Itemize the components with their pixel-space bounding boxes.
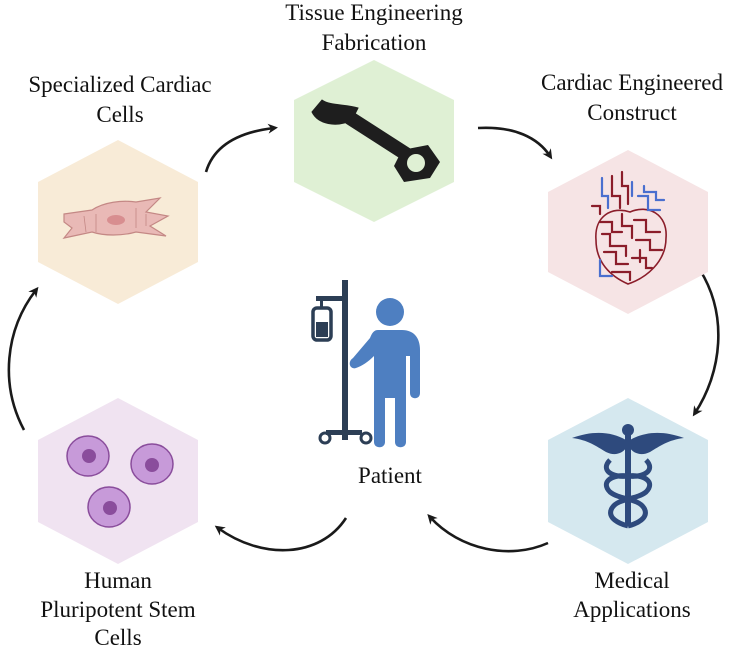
hexagon-stem-cells bbox=[38, 398, 198, 564]
node-tissue-engineering-fabrication: Tissue Engineering Fabrication bbox=[285, 0, 463, 222]
stem-cell bbox=[66, 435, 110, 477]
arrow-medical-to-patient bbox=[427, 514, 549, 553]
label-fabrication-line1: Tissue Engineering bbox=[285, 0, 463, 25]
label-cardiac-cells-line2: Cells bbox=[96, 102, 143, 127]
node-human-pluripotent-stem-cells: Human Pluripotent Stem Cells bbox=[38, 398, 198, 648]
label-stem-cells-line3: Cells bbox=[94, 625, 141, 648]
stem-cell bbox=[87, 486, 131, 528]
flow-arrows bbox=[7, 123, 720, 553]
patient-iv-icon bbox=[349, 298, 420, 448]
label-patient: Patient bbox=[358, 463, 422, 488]
arrow-cardiac-to-fabrication bbox=[204, 123, 278, 173]
arrow-stem-cells-to-cardiac bbox=[7, 286, 39, 431]
label-stem-cells-line2: Pluripotent Stem bbox=[40, 597, 195, 622]
arrow-fabrication-to-construct bbox=[477, 126, 553, 160]
cardiomyocyte-icon bbox=[62, 197, 170, 239]
label-fabrication-line2: Fabrication bbox=[322, 30, 427, 55]
iv-stand-icon bbox=[311, 280, 373, 445]
hexagon-construct bbox=[548, 150, 708, 314]
label-medical-line2: Applications bbox=[573, 597, 691, 622]
stem-cell bbox=[130, 443, 174, 485]
arrow-construct-to-medical bbox=[692, 269, 720, 417]
stem-cells-icon bbox=[66, 435, 174, 528]
label-construct-line2: Construct bbox=[587, 100, 677, 125]
label-cardiac-cells-line1: Specialized Cardiac bbox=[28, 72, 211, 97]
label-medical-line1: Medical bbox=[594, 568, 669, 593]
node-cardiac-engineered-construct: Cardiac Engineered Construct bbox=[541, 70, 723, 314]
label-stem-cells-line1: Human bbox=[84, 568, 152, 593]
center-patient: Patient bbox=[311, 280, 423, 488]
arrow-patient-to-stem-cells bbox=[214, 517, 348, 552]
node-specialized-cardiac-cells: Specialized Cardiac Cells bbox=[28, 72, 212, 304]
caduceus-icon bbox=[572, 424, 684, 529]
wrench-icon bbox=[311, 99, 440, 182]
label-construct-line1: Cardiac Engineered bbox=[541, 70, 723, 95]
node-medical-applications: Medical Applications bbox=[548, 398, 708, 622]
heart-circuit-icon bbox=[590, 170, 667, 285]
